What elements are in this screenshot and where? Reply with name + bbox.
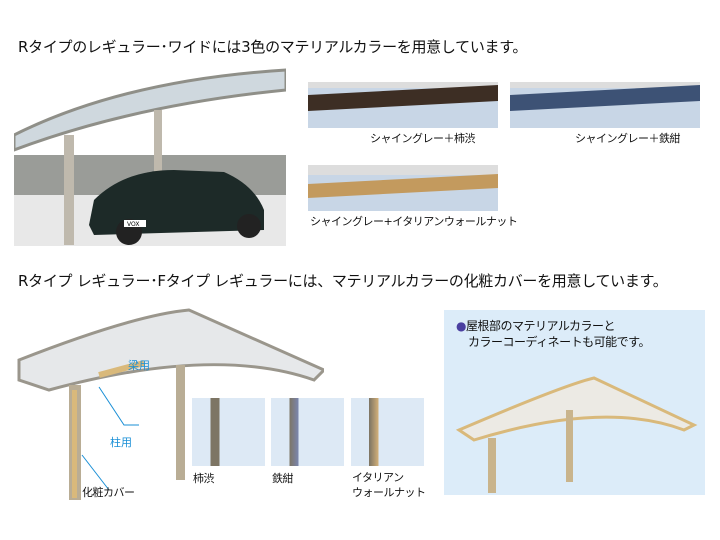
cover-photo-kakishibu [192, 398, 265, 466]
heading-cosmetic-cover: Rタイプ レギュラー･Fタイプ レギュラーには、マテリアルカラーの化粧カバーを用… [18, 272, 668, 290]
label-pillar: 柱用 [110, 436, 132, 449]
swatch-kakishibu [308, 82, 498, 128]
swatch-label-tetsukon: シャイングレー＋鉄紺 [575, 132, 681, 145]
swatch-label-kakishibu: シャイングレー＋柿渋 [370, 132, 476, 145]
coordinate-note-box: ●屋根部のマテリアルカラーと カラーコーディネートも可能です。 [444, 310, 705, 495]
carport-diagram [17, 308, 324, 500]
carport-coordinated-illustration [455, 376, 698, 493]
bullet-icon: ● [456, 319, 466, 333]
heading-material-colors: Rタイプのレギュラー･ワイドには3色のマテリアルカラーを用意しています。 [18, 38, 528, 56]
license-plate [124, 220, 146, 227]
swatch-walnut [308, 165, 498, 211]
cover-label-kakishibu: 柿渋 [193, 472, 215, 485]
cover-photo-tetsukon [271, 398, 344, 466]
swatch-label-walnut: シャイングレー+イタリアンウォールナット [310, 215, 518, 228]
note-line-2: カラーコーディネートも可能です。 [468, 335, 650, 349]
swatch-tetsukon [510, 82, 700, 128]
license-plate-text: VOX [127, 221, 139, 228]
cover-label-tetsukon: 鉄紺 [272, 472, 294, 485]
cover-photo-walnut [351, 398, 424, 466]
cover-label-walnut: イタリアンウォールナット [352, 471, 426, 499]
note-line-1: 屋根部のマテリアルカラーと [465, 319, 616, 333]
carport-photo: VOX [14, 68, 286, 246]
label-beam: 梁用 [128, 359, 150, 372]
label-cosmetic-cover: 化粧カバー [82, 486, 135, 499]
